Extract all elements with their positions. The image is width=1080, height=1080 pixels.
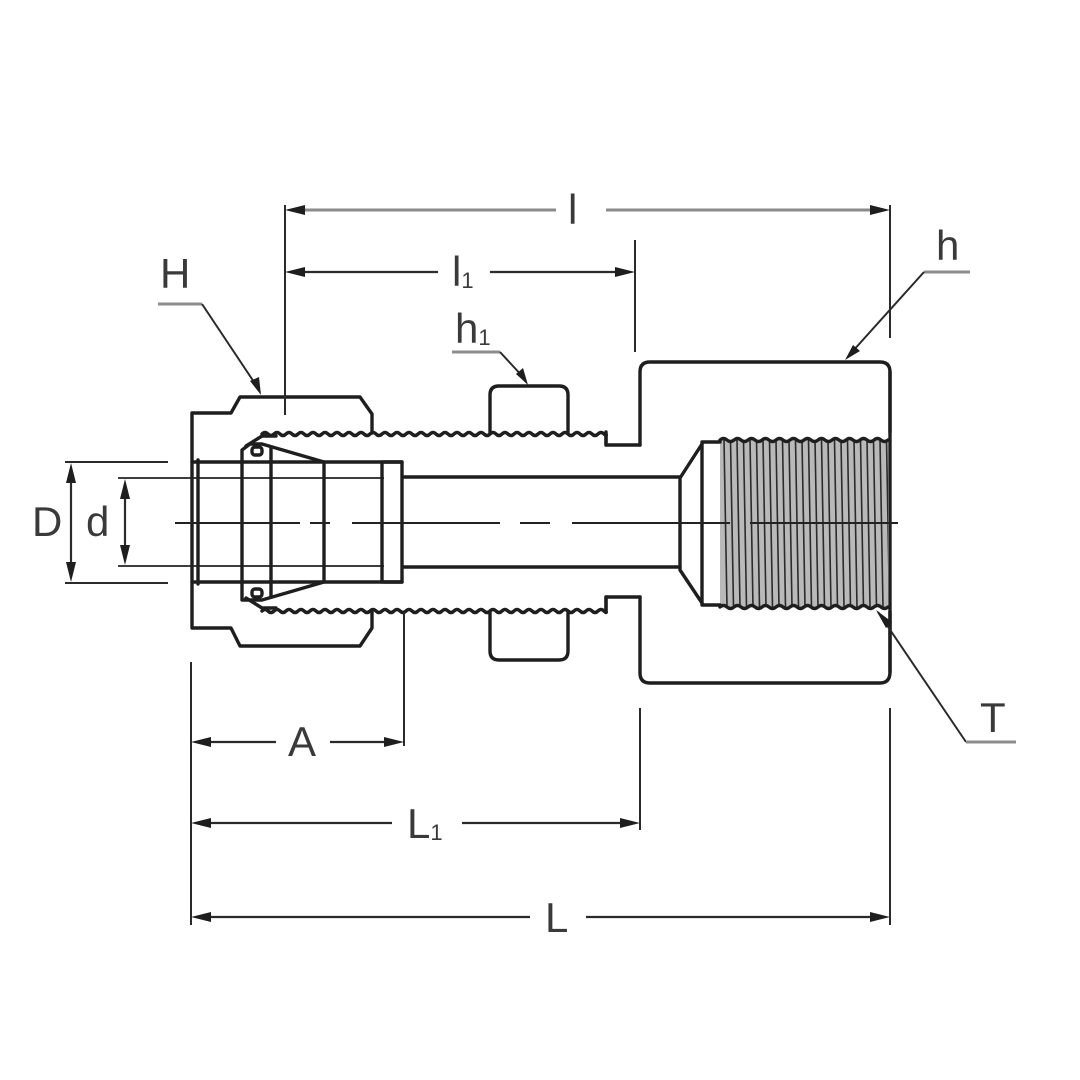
label-l1: l1 <box>452 248 474 295</box>
label-A: A <box>288 718 316 765</box>
label-D: D <box>32 498 62 545</box>
label-L: L <box>545 894 568 941</box>
label-h1: h1 <box>455 305 491 352</box>
callout-h1 <box>452 350 528 385</box>
label-T: T <box>980 694 1006 741</box>
dimension-l1 <box>285 240 636 352</box>
dimension-l <box>284 205 891 415</box>
dimension-A <box>190 612 405 925</box>
callout-H <box>158 302 261 395</box>
label-h: h <box>936 222 959 269</box>
male-thread-bottom <box>260 595 608 615</box>
label-H: H <box>160 250 190 297</box>
dimension-L1 <box>191 708 641 830</box>
dimension-d <box>120 479 130 565</box>
label-d: d <box>86 498 109 545</box>
dimension-L <box>191 708 891 925</box>
male-thread-top <box>260 430 608 447</box>
callout-h <box>845 270 970 360</box>
label-l: l <box>568 186 577 233</box>
body-hex <box>488 384 570 662</box>
label-L1: L1 <box>407 800 443 847</box>
body-bore <box>402 475 682 569</box>
dimension-D <box>65 461 168 584</box>
callout-T <box>876 610 1016 744</box>
